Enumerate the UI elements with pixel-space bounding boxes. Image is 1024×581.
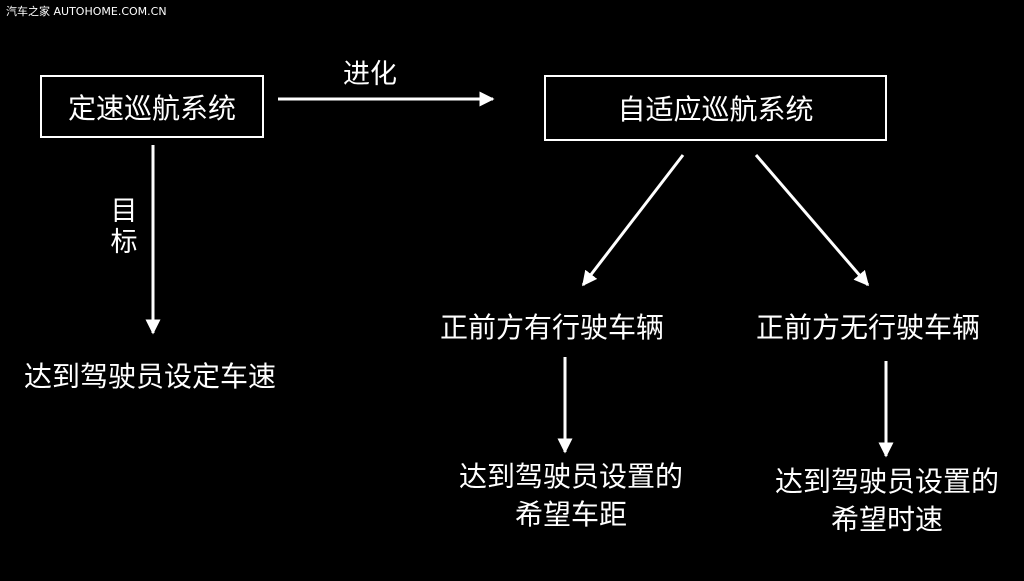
vehicle-ahead-label: 正前方有行驶车辆 bbox=[440, 311, 665, 344]
no-vehicle-ahead-label: 正前方无行驶车辆 bbox=[756, 311, 981, 344]
distance-result-line2: 希望车距 bbox=[514, 498, 627, 531]
adaptive-cruise-box: 自适应巡航系统 bbox=[544, 75, 887, 141]
speed-result-line2: 希望时速 bbox=[830, 503, 943, 536]
evolve-edge-label: 进化 bbox=[343, 59, 397, 90]
cruise-control-label: 定速巡航系统 bbox=[67, 91, 236, 125]
speed-result-label: 达到驾驶员设置的 希望时速 bbox=[762, 463, 1012, 539]
adaptive-cruise-label: 自适应巡航系统 bbox=[617, 93, 814, 126]
arrow-to-no-vehicle bbox=[754, 154, 870, 287]
distance-result-line1: 达到驾驶员设置的 bbox=[458, 460, 683, 493]
speed-result-line1: 达到驾驶员设置的 bbox=[774, 465, 999, 498]
distance-result-label: 达到驾驶员设置的 希望车距 bbox=[446, 458, 696, 534]
cc-result-label: 达到驾驶员设定车速 bbox=[24, 360, 277, 393]
arrow-to-vehicle-ahead bbox=[581, 154, 685, 287]
cruise-control-box: 定速巡航系统 bbox=[40, 75, 264, 138]
goal-edge-label: 目标 bbox=[110, 196, 138, 258]
watermark: 汽车之家 AUTOHOME.COM.CN bbox=[6, 5, 167, 18]
